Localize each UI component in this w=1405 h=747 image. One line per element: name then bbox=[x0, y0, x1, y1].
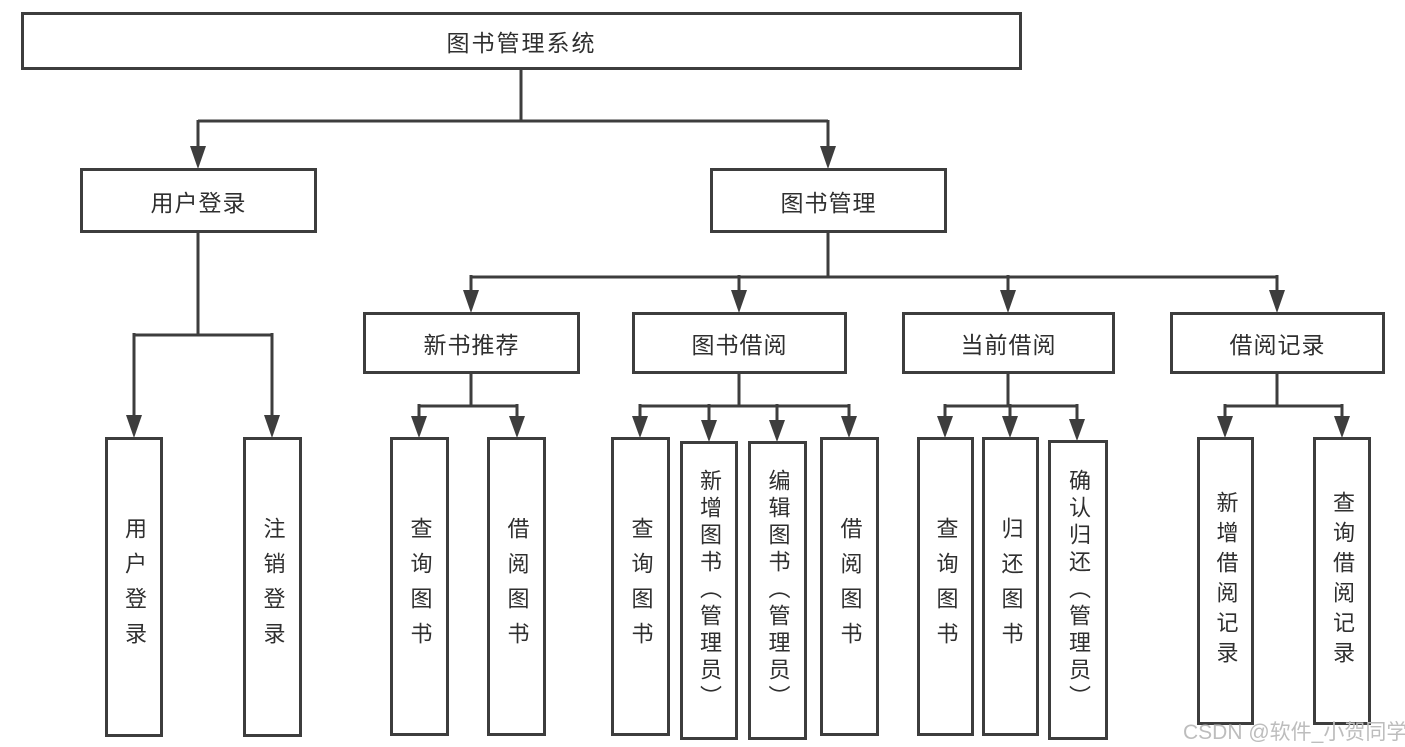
leaf-edit-book-admin: 编辑图书（管理员） bbox=[748, 441, 807, 740]
leaf-user-login: 用户登录 bbox=[105, 437, 163, 737]
leaf-label: 查询图书 bbox=[628, 516, 654, 657]
node-label: 用户登录 bbox=[150, 189, 247, 216]
node-book-borrow: 图书借阅 bbox=[632, 312, 847, 374]
leaf-borrow-book: 借阅图书 bbox=[820, 437, 879, 736]
node-user-login: 用户登录 bbox=[80, 168, 317, 233]
node-library-management-system: 图书管理系统 bbox=[21, 12, 1022, 70]
leaf-label: 借阅图书 bbox=[504, 516, 530, 657]
node-new-book-recommend: 新书推荐 bbox=[363, 312, 580, 374]
leaf-label: 查询借阅记录 bbox=[1330, 491, 1355, 671]
leaf-label: 注销登录 bbox=[260, 517, 286, 657]
leaf-query-book-current: 查询图书 bbox=[917, 437, 974, 736]
leaf-query-book-recommend: 查询图书 bbox=[390, 437, 449, 736]
node-label: 图书管理系统 bbox=[446, 30, 597, 56]
node-borrow-records: 借阅记录 bbox=[1170, 312, 1385, 374]
leaf-label: 借阅图书 bbox=[837, 516, 863, 657]
leaf-confirm-return-admin: 确认归还（管理员） bbox=[1048, 440, 1108, 740]
node-label: 借阅记录 bbox=[1229, 332, 1326, 358]
leaf-label: 查询图书 bbox=[407, 516, 433, 657]
leaf-label: 归还图书 bbox=[998, 516, 1024, 657]
node-current-borrow: 当前借阅 bbox=[902, 312, 1115, 374]
leaf-query-book-borrow: 查询图书 bbox=[611, 437, 670, 736]
leaf-label: 确认归还（管理员） bbox=[1066, 468, 1091, 712]
csdn-watermark: CSDN @软件_小贺同学 bbox=[1183, 721, 1405, 744]
leaf-label: 查询图书 bbox=[933, 516, 959, 657]
leaf-borrow-book-recommend: 借阅图书 bbox=[487, 437, 546, 736]
node-book-management: 图书管理 bbox=[710, 168, 947, 233]
leaf-label: 新增图书（管理员） bbox=[697, 469, 722, 712]
leaf-label: 编辑图书（管理员） bbox=[765, 469, 791, 712]
node-label: 当前借阅 bbox=[960, 332, 1057, 358]
node-label: 图书借阅 bbox=[691, 332, 788, 358]
leaf-add-borrow-record: 新增借阅记录 bbox=[1197, 437, 1254, 725]
leaf-logout: 注销登录 bbox=[243, 437, 302, 737]
leaf-return-book: 归还图书 bbox=[982, 437, 1039, 736]
leaf-add-book-admin: 新增图书（管理员） bbox=[680, 441, 738, 740]
node-label: 新书推荐 bbox=[423, 332, 520, 358]
node-label: 图书管理 bbox=[780, 189, 877, 216]
leaf-label: 用户登录 bbox=[122, 517, 147, 657]
leaf-query-borrow-record: 查询借阅记录 bbox=[1313, 437, 1371, 725]
leaf-label: 新增借阅记录 bbox=[1213, 491, 1239, 671]
